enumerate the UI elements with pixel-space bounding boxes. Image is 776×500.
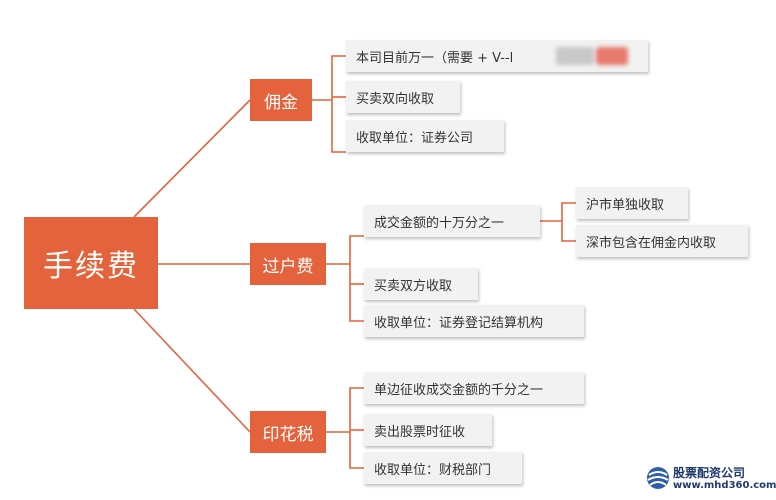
- leaf-stamp-collector: 收取单位：财税部门: [364, 452, 522, 484]
- leaf-transfer-both: 买卖双方收取: [364, 268, 478, 300]
- leaf-stamp-rate: 单边征收成交金额的千分之一: [364, 372, 584, 404]
- watermark: 股票配资公司 www.mhd360.com: [645, 462, 776, 496]
- branch-transfer-fee: 过户费: [250, 243, 326, 285]
- leaf-commission-rate-text: 本司目前万一（需要 + V--l: [356, 50, 514, 66]
- leaf-shenzhen: 深市包含在佣金内收取: [576, 225, 748, 257]
- leaf-stamp-sell: 卖出股票时征收: [364, 414, 492, 446]
- leaf-commission-rate: 本司目前万一（需要 + V--l: [346, 40, 648, 72]
- leaf-transfer-collector: 收取单位：证券登记结算机构: [364, 305, 584, 337]
- redacted-blur-red: [596, 47, 628, 65]
- leaf-transfer-rate: 成交金额的十万分之一: [364, 205, 540, 237]
- leaf-commission-collector: 收取单位：证券公司: [346, 120, 504, 152]
- branch-commission: 佣金: [250, 79, 312, 121]
- redacted-blur: [556, 47, 594, 65]
- leaf-shanghai: 沪市单独收取: [576, 187, 688, 219]
- leaf-commission-both: 买卖双向收取: [346, 81, 460, 113]
- branch-stamp-duty: 印花税: [250, 411, 326, 453]
- watermark-title: 股票配资公司: [673, 466, 746, 480]
- connector-lines: [133, 55, 576, 469]
- watermark-url: www.mhd360.com: [673, 480, 776, 491]
- globe-logo-icon: [647, 467, 669, 489]
- root-node: 手续费: [24, 217, 158, 309]
